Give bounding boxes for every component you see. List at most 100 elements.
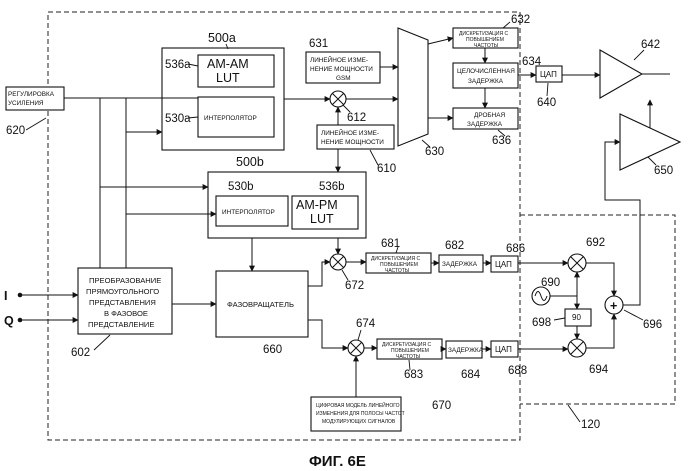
wire-692-to-adder — [586, 263, 614, 296]
leader-620 — [26, 118, 46, 130]
input-i-label: I — [4, 289, 7, 303]
input-q-label: Q — [4, 314, 14, 328]
linear-power-gsm-label-line1: ЛИНЕЙНОЕ ИЗМЕ- — [310, 55, 368, 64]
amam-lut-label-line2: LUT — [216, 71, 240, 85]
ref-696: 696 — [643, 319, 662, 331]
rect-to-polar-label-line3: ПРЕДСТАВЛЕНИЯ — [89, 298, 156, 307]
ref-612: 612 — [347, 112, 366, 124]
rect-to-polar-label-line1: ПРЕОБРАЗОВАНИЕ — [89, 276, 161, 285]
leader-602 — [94, 335, 110, 350]
upsample-top-label-line3: ЧАСТОТЫ — [474, 43, 499, 49]
leader-610 — [370, 150, 378, 165]
ref-674: 674 — [356, 318, 376, 330]
ref-530a: 530a — [165, 113, 191, 125]
fractional-delay-label-line1: ДРОБНАЯ — [474, 112, 505, 119]
ref-692: 692 — [586, 237, 605, 249]
ref-631: 631 — [309, 38, 328, 50]
ref-610: 610 — [377, 163, 396, 175]
ref-642: 642 — [641, 39, 660, 51]
fractional-delay-label-line2: ЗАДЕРЖКА — [467, 121, 503, 128]
leader-642 — [634, 50, 644, 60]
leader-640 — [547, 83, 548, 96]
linear-power-label-line1: ЛИНЕЙНОЕ ИЗМЕ- — [321, 128, 379, 137]
leader-632 — [503, 22, 510, 28]
oscillator — [532, 287, 550, 305]
ref-636: 636 — [492, 135, 511, 147]
ref-500b: 500b — [236, 155, 264, 169]
digital-model-label-line1: ЦИФРОВАЯ МОДЕЛЬ ЛИНЕЙНОГО — [316, 401, 400, 409]
adder-symbol: + — [610, 299, 617, 313]
ref-698: 698 — [532, 317, 551, 329]
rect-to-polar-label-line4: В ФАЗОВОЕ — [104, 309, 148, 318]
digital-model-label-line3: МОДУЛИРУЮЩИХ СИГНАЛОВ — [322, 419, 396, 425]
linear-power-gsm-label-line3: GSM — [336, 75, 351, 82]
ref-120: 120 — [581, 419, 600, 431]
dac-q-label: ЦАП — [495, 345, 512, 354]
dac-i-label: ЦАП — [495, 260, 512, 269]
input-q-terminal — [18, 318, 23, 323]
ref-682: 682 — [445, 240, 464, 252]
multiplier-672 — [330, 254, 346, 270]
ref-672: 672 — [345, 280, 364, 292]
ref-530b: 530b — [228, 181, 254, 193]
ref-686: 686 — [506, 243, 525, 255]
digital-model-label-line2: ИЗМЕНЕНИЯ ДЛЯ ПОЛОСЫ ЧАСТОТ — [316, 411, 405, 417]
ref-620: 620 — [6, 125, 25, 137]
leader-674 — [358, 330, 361, 340]
phase-shift-90-label: 90 — [572, 313, 581, 322]
ampm-lut-label-line2: LUT — [310, 212, 334, 226]
rect-to-polar-label-line2: ПРЯМОУГОЛЬНОГО — [86, 287, 159, 296]
dac-top-label: ЦАП — [540, 70, 557, 79]
linear-power-label-line2: НЕНИЕ МОЩНОСТИ — [321, 139, 384, 146]
ref-688: 688 — [508, 365, 527, 377]
delay-i-label: ЗАДЕРЖКА — [442, 261, 478, 268]
ref-632: 632 — [511, 14, 530, 26]
gain-control-label-line1: РЕГУЛИРОВКА — [8, 91, 55, 98]
wire-rotator-to-672 — [308, 262, 330, 286]
ref-500a: 500a — [208, 31, 236, 45]
ref-640: 640 — [537, 97, 556, 109]
ref-684: 684 — [461, 369, 481, 381]
wire-rotator-to-674 — [308, 320, 348, 348]
ref-694: 694 — [589, 364, 609, 376]
interpolator-b-label: ИНТЕРПОЛЯТОР — [222, 209, 275, 216]
leader-120 — [568, 405, 580, 422]
leader-650 — [648, 157, 656, 165]
ref-630: 630 — [425, 146, 444, 158]
amplifier-top — [600, 50, 642, 98]
delay-q-label: ЗАДЕРЖКА — [448, 347, 484, 354]
upsample-q-label-line3: ЧАСТОТЫ — [396, 354, 421, 360]
multiplexer-block — [398, 28, 428, 146]
leader-696 — [624, 310, 643, 320]
ref-690: 690 — [541, 277, 560, 289]
integer-delay-label-line1: ЦЕЛОЧИСЛЕННАЯ — [457, 68, 515, 75]
integer-delay-label-line2: ЗАДЕРЖКА — [468, 78, 504, 85]
ref-536a: 536a — [165, 59, 191, 71]
ref-670: 670 — [432, 400, 451, 412]
ref-536b: 536b — [319, 181, 345, 193]
amam-lut-label-line1: AM-AM — [207, 57, 249, 71]
figure-caption: ФИГ. 6E — [309, 453, 366, 470]
ampm-lut-label-line1: AM-PM — [296, 198, 338, 212]
gain-control-block: РЕГУЛИРОВКА УСИЛЕНИЯ — [6, 87, 64, 110]
gain-control-label-line2: УСИЛЕНИЯ — [8, 100, 44, 107]
wire-mux-to-632 — [428, 38, 453, 44]
linear-power-gsm-label-line2: НЕНИЕ МОЩНОСТИ — [310, 66, 373, 73]
leader-612 — [343, 105, 350, 112]
mixer-q — [568, 339, 586, 357]
rect-to-polar-label-line5: ПРЕДСТАВЛЕНИЕ — [88, 320, 154, 329]
phase-rotator-label: ФАЗОВРАЩАТЕЛЬ — [227, 300, 294, 309]
input-i-terminal — [18, 293, 23, 298]
ref-683: 683 — [404, 369, 423, 381]
upsample-i-label-line3: ЧАСТОТЫ — [385, 268, 410, 274]
leader-672 — [342, 270, 348, 280]
multiplier-612 — [330, 91, 346, 107]
mixer-i — [568, 254, 586, 272]
ref-660: 660 — [263, 344, 282, 356]
ref-650: 650 — [654, 165, 673, 177]
interpolator-a-label: ИНТЕРПОЛЯТОР — [204, 115, 257, 122]
ref-602: 602 — [71, 347, 90, 359]
multiplier-674 — [348, 340, 364, 356]
leader-698 — [554, 318, 565, 320]
